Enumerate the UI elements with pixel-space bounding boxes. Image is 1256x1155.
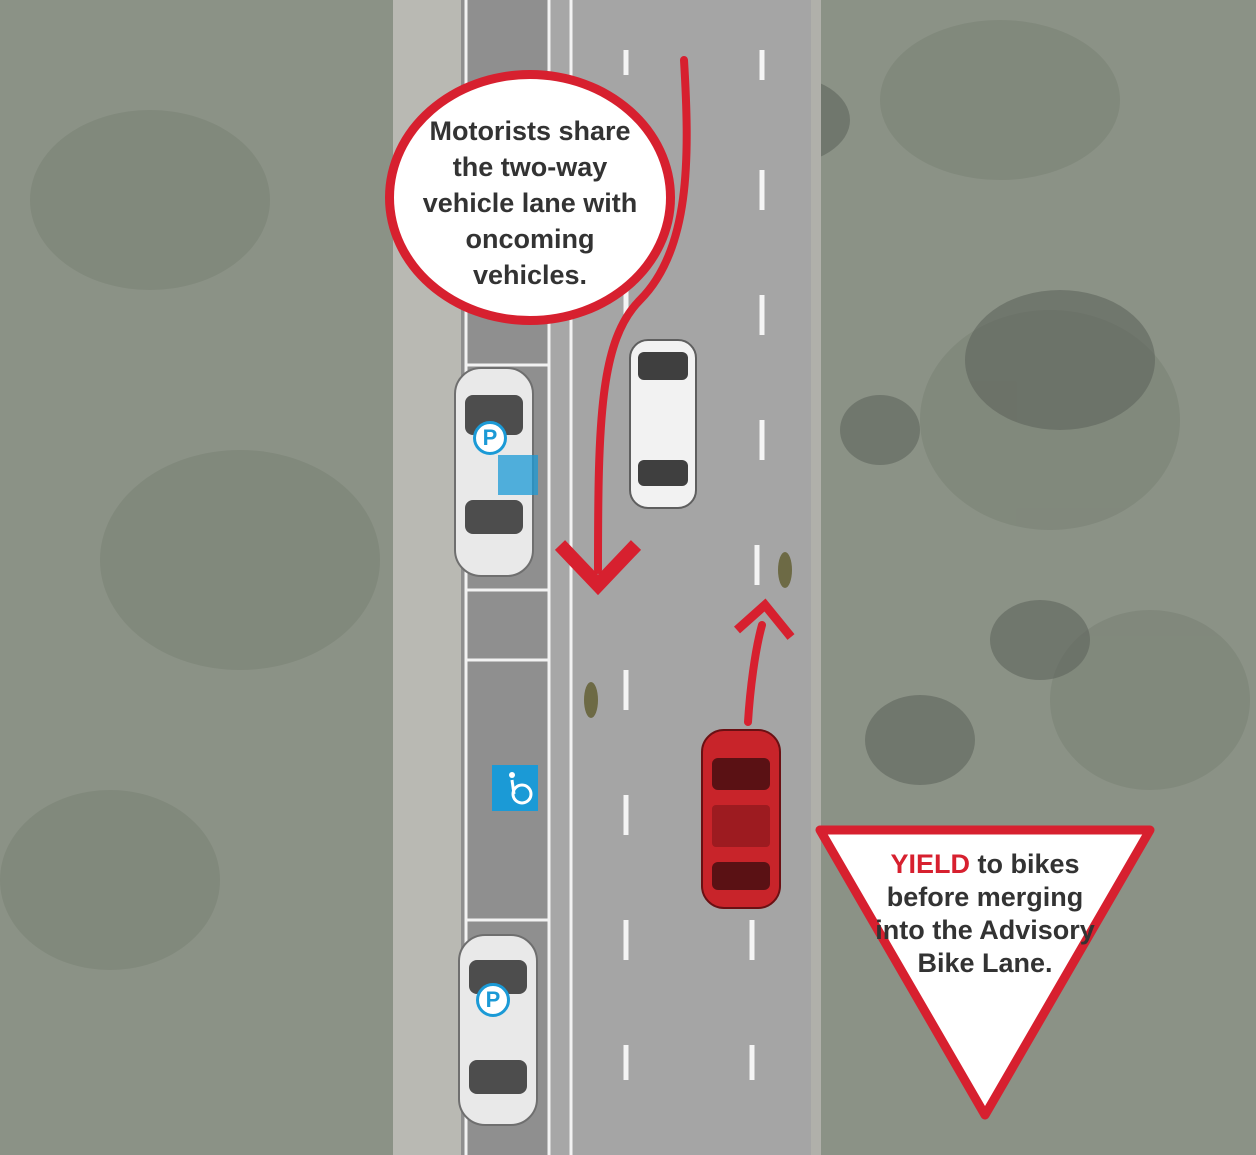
- arrowhead-up: [734, 598, 795, 640]
- wheelchair-icon: [492, 765, 538, 811]
- callout-text: Motorists share the two-way vehicle lane…: [422, 115, 638, 290]
- motorist-path-arrow: [594, 56, 691, 574]
- yield-sign-text: YIELD to bikes before merging into the A…: [860, 848, 1110, 980]
- parked-car-2: [458, 934, 538, 1126]
- parking-icon: P: [476, 983, 510, 1017]
- parking-stall-lines: [466, 363, 549, 922]
- right-curb: [811, 0, 821, 1155]
- accessible-parking-marking: [498, 455, 538, 495]
- parking-icon: P: [473, 421, 507, 455]
- arrowhead-down: [554, 540, 642, 596]
- yield-message: to bikes before merging into the Advisor…: [875, 849, 1095, 978]
- dashed-advisory-line-right: [749, 50, 765, 1080]
- yield-word: YIELD: [890, 849, 970, 879]
- red-car-northbound: [701, 729, 781, 909]
- white-car-southbound: [629, 339, 697, 509]
- yield-sign: [815, 825, 1155, 1120]
- merge-arrow: [744, 621, 766, 726]
- motorists-callout: Motorists share the two-way vehicle lane…: [385, 70, 675, 325]
- bicycle-icon: [584, 552, 792, 718]
